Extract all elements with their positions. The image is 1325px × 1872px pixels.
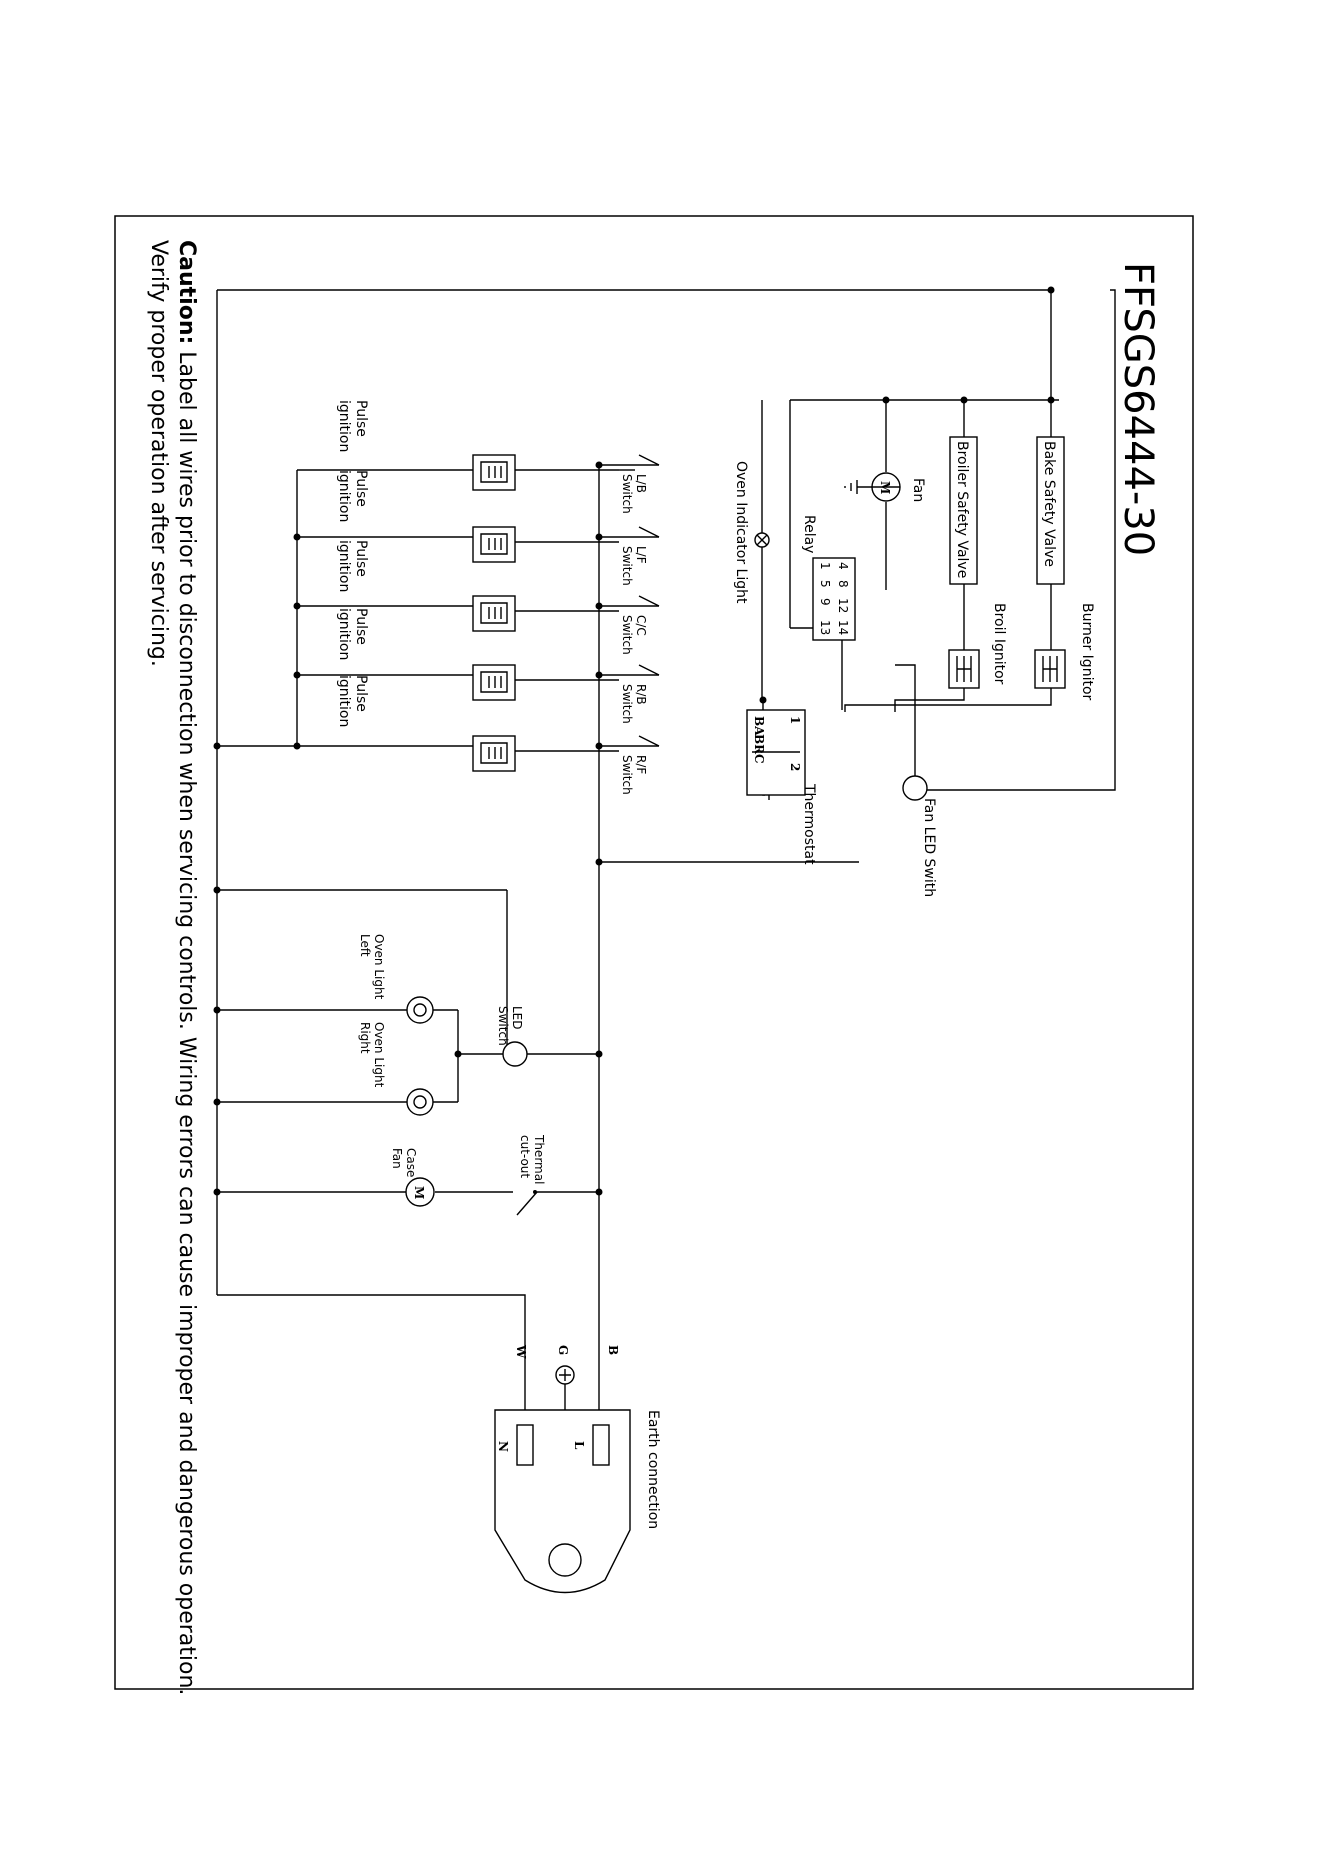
burner-switch-lf: L/F Switch bbox=[472, 526, 660, 586]
switch-rf-label2: Switch bbox=[620, 755, 634, 795]
fan-label: Fan bbox=[910, 478, 926, 502]
earth-connection-label: Earth connection bbox=[645, 1410, 661, 1529]
plug-pin-n-label: N bbox=[496, 1441, 510, 1452]
oven-light-right-bulb bbox=[413, 1095, 427, 1109]
led-switch-label2: Switch bbox=[496, 1006, 510, 1046]
burner-switch-cc: C/C Switch bbox=[472, 595, 660, 655]
switch-rf-label1: R/F bbox=[634, 755, 648, 774]
switch-lf-label2: Switch bbox=[620, 546, 634, 586]
wire-w-label: W bbox=[514, 1344, 528, 1359]
plug-ground-pin bbox=[548, 1543, 582, 1577]
pulse-label-1a: Pulse bbox=[353, 400, 369, 437]
pulse-label-4b: ignition bbox=[336, 608, 352, 660]
diagram-title: FFSGS6444-30 bbox=[1115, 262, 1161, 556]
switch-cc-label2: Switch bbox=[620, 615, 634, 655]
switch-lf-label1: L/F bbox=[634, 546, 648, 564]
thermostat-pin-br: BR bbox=[752, 734, 766, 755]
indicator-cross bbox=[756, 534, 768, 546]
thermal-cutout-label1: Thermal bbox=[532, 1134, 546, 1184]
oven-indicator-light-label: Oven Indicator Light bbox=[733, 461, 749, 604]
case-fan-label2: Fan bbox=[390, 1148, 404, 1169]
plug-pin-l bbox=[592, 1424, 610, 1466]
pulse-label-3b: ignition bbox=[336, 540, 352, 592]
oven-light-left-bulb bbox=[413, 1003, 427, 1017]
relay bbox=[812, 557, 856, 641]
case-fan-label1: Case bbox=[404, 1148, 418, 1177]
caution-label: Caution: bbox=[174, 240, 199, 344]
switch-lb-label2: Switch bbox=[620, 474, 634, 514]
burner-switch-lb: L/B Switch bbox=[472, 454, 660, 514]
relay-pin-4: 4 bbox=[836, 562, 850, 570]
burner-ignitor-label: Burner Ignitor bbox=[1079, 603, 1095, 701]
caution-line1: Label all wires prior to disconnection w… bbox=[174, 344, 199, 1695]
fan-ground-symbol bbox=[844, 480, 858, 494]
wire-b-label: B bbox=[606, 1345, 620, 1355]
burner-switch-rb: R/B Switch bbox=[472, 664, 660, 724]
thermal-cutout-contact bbox=[516, 1191, 538, 1216]
pulse-label-5a: Pulse bbox=[353, 675, 369, 712]
pulse-ignitor-4 bbox=[472, 664, 516, 701]
switch-rb-label2: Switch bbox=[620, 684, 634, 724]
thermostat-pin-ba: BA bbox=[752, 716, 766, 736]
broiler-safety-valve-label: Broiler Safety Valve bbox=[954, 441, 970, 578]
relay-pin-9: 9 bbox=[818, 598, 832, 606]
pulse-label-5b: ignition bbox=[336, 675, 352, 727]
fan-led-switch-label: Fan LED Swith bbox=[921, 798, 937, 897]
wire-broil-return bbox=[894, 688, 965, 712]
thermostat-label: Thermostat bbox=[801, 783, 817, 865]
thermostat-pin-1: 1 bbox=[788, 716, 802, 724]
fan-led-switch bbox=[902, 775, 928, 801]
relay-label: Relay bbox=[801, 515, 817, 553]
relay-pin-5: 5 bbox=[818, 580, 832, 588]
wire-fan-led-switch bbox=[927, 289, 1116, 791]
junction-dots bbox=[213, 286, 1055, 1196]
pulse-label-2b: ignition bbox=[336, 470, 352, 522]
oven-light-left-label2: Left bbox=[358, 934, 372, 957]
relay-pin-13: 13 bbox=[818, 620, 832, 635]
plug-pin-n bbox=[516, 1424, 534, 1466]
wire-ignitor-return bbox=[844, 688, 1052, 712]
caution-note: Caution: Label all wires prior to discon… bbox=[174, 240, 199, 1695]
broil-ignitor-symbol bbox=[956, 656, 972, 682]
relay-pin-12: 12 bbox=[836, 598, 850, 613]
caution-line2: Verify proper operation after servicing. bbox=[146, 240, 171, 667]
oven-light-left-label1: Oven Light bbox=[372, 934, 386, 1000]
pulse-ignitor-1 bbox=[472, 454, 516, 491]
bake-safety-valve-label: Bake Safety Valve bbox=[1041, 441, 1057, 567]
switch-lb-label1: L/B bbox=[634, 474, 648, 493]
burner-switch-rf: R/F Switch bbox=[472, 735, 660, 795]
pulse-ignitor-2 bbox=[472, 526, 516, 563]
case-fan-symbol: M bbox=[412, 1186, 426, 1199]
led-switch-label1: LED bbox=[510, 1006, 524, 1030]
pulse-label-2a: Pulse bbox=[353, 470, 369, 507]
switch-cc-label1: C/C bbox=[634, 615, 648, 636]
wire-fan-led-out bbox=[895, 664, 916, 776]
burner-switch-bank: L/B Switch L/F Switch C/C Switch bbox=[217, 400, 660, 795]
thermal-cutout-label2: cut-out bbox=[518, 1135, 532, 1178]
wire-neutral bbox=[217, 1294, 526, 1420]
relay-pin-8: 8 bbox=[836, 580, 850, 588]
relay-pin-1: 1 bbox=[818, 562, 832, 570]
thermostat-pin-c: C bbox=[752, 754, 766, 764]
thermostat-pin-2: 2 bbox=[788, 763, 802, 771]
relay-pin-14: 14 bbox=[836, 620, 850, 635]
diagram-border bbox=[114, 215, 1194, 1690]
switch-rb-label1: R/B bbox=[634, 684, 648, 705]
plug-pin-l-label: L bbox=[572, 1441, 586, 1450]
burner-ignitor-symbol bbox=[1042, 656, 1058, 682]
pulse-label-4a: Pulse bbox=[353, 608, 369, 645]
broil-ignitor-label: Broil Ignitor bbox=[991, 603, 1007, 685]
wire-g-label: G bbox=[556, 1345, 570, 1355]
oven-light-right-label2: Right bbox=[358, 1022, 372, 1054]
pulse-ignitor-3 bbox=[472, 595, 516, 632]
pulse-ignitor-5 bbox=[472, 735, 516, 772]
oven-light-right-label1: Oven Light bbox=[372, 1022, 386, 1088]
pulse-label-3a: Pulse bbox=[353, 540, 369, 577]
pulse-label-1b: ignition bbox=[336, 400, 352, 452]
schematic: FFSGS6444-30 Caution: Label all wires pr… bbox=[146, 240, 1161, 1695]
